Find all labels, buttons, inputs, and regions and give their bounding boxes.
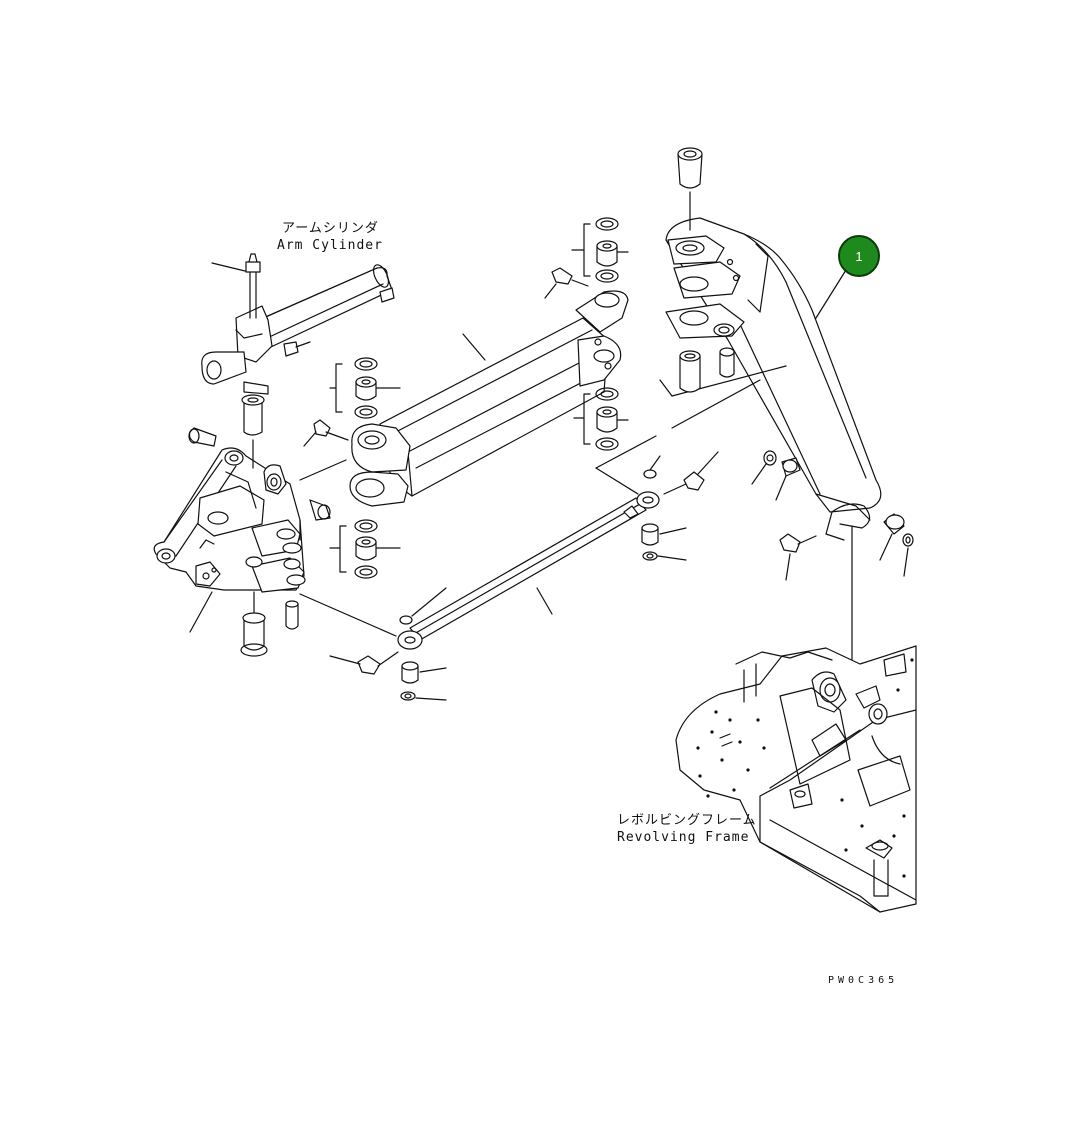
boom-foot-parts	[752, 451, 913, 662]
bushing-stacks	[330, 218, 628, 578]
drawing-code: PW0C365	[828, 975, 899, 986]
grease-fittings	[304, 268, 816, 580]
arm-cylinder	[202, 254, 394, 394]
arm-cylinder-label-jp: アームシリンダ	[282, 221, 379, 236]
bracket-pins	[189, 395, 330, 656]
boom-link	[350, 291, 628, 506]
boom-pins	[678, 148, 734, 392]
revolving-frame-label-jp: レボルビングフレーム	[617, 813, 757, 828]
boom	[660, 218, 881, 540]
revolving-frame	[676, 646, 916, 912]
part-callout-1[interactable]: 1	[838, 235, 880, 277]
lower-rod	[300, 380, 760, 700]
boom-bracket	[154, 448, 305, 632]
arm-cylinder-label-en: Arm Cylinder	[277, 238, 383, 253]
revolving-frame-label-en: Revolving Frame	[617, 830, 750, 845]
